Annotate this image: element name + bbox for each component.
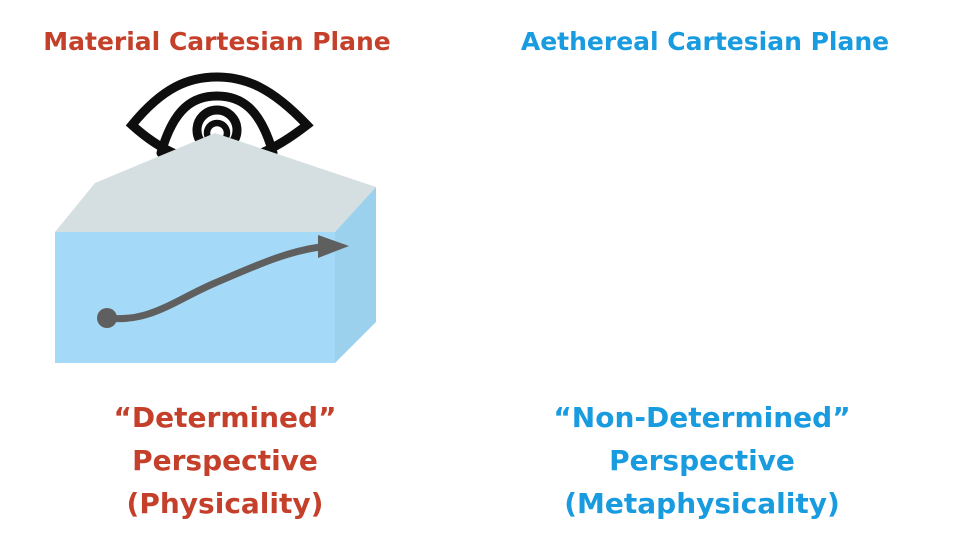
caption-line: Perspective — [132, 444, 318, 477]
box-top-face — [55, 133, 376, 232]
caption-line: (Physicality) — [126, 487, 324, 520]
determined-trajectory-arrow — [97, 235, 349, 328]
aethereal-panel-title: Aethereal Cartesian Plane — [520, 27, 890, 56]
caption-line: “Non-Determined” — [553, 401, 851, 434]
aethereal-panel: Aethereal Cartesian Plane “N — [480, 0, 960, 540]
material-caption: “Determined” Perspective (Physicality) — [0, 396, 450, 525]
caption-line: Perspective — [609, 444, 795, 477]
material-panel-figure — [55, 72, 376, 363]
caption-line: (Metaphysicality) — [564, 487, 840, 520]
aethereal-caption: “Non-Determined” Perspective (Metaphysic… — [480, 396, 924, 525]
material-panel-title: Material Cartesian Plane — [43, 27, 391, 56]
box-side-face — [335, 187, 376, 363]
caption-line: “Determined” — [113, 401, 337, 434]
material-panel: Material Cartesian Plane — [0, 27, 450, 525]
